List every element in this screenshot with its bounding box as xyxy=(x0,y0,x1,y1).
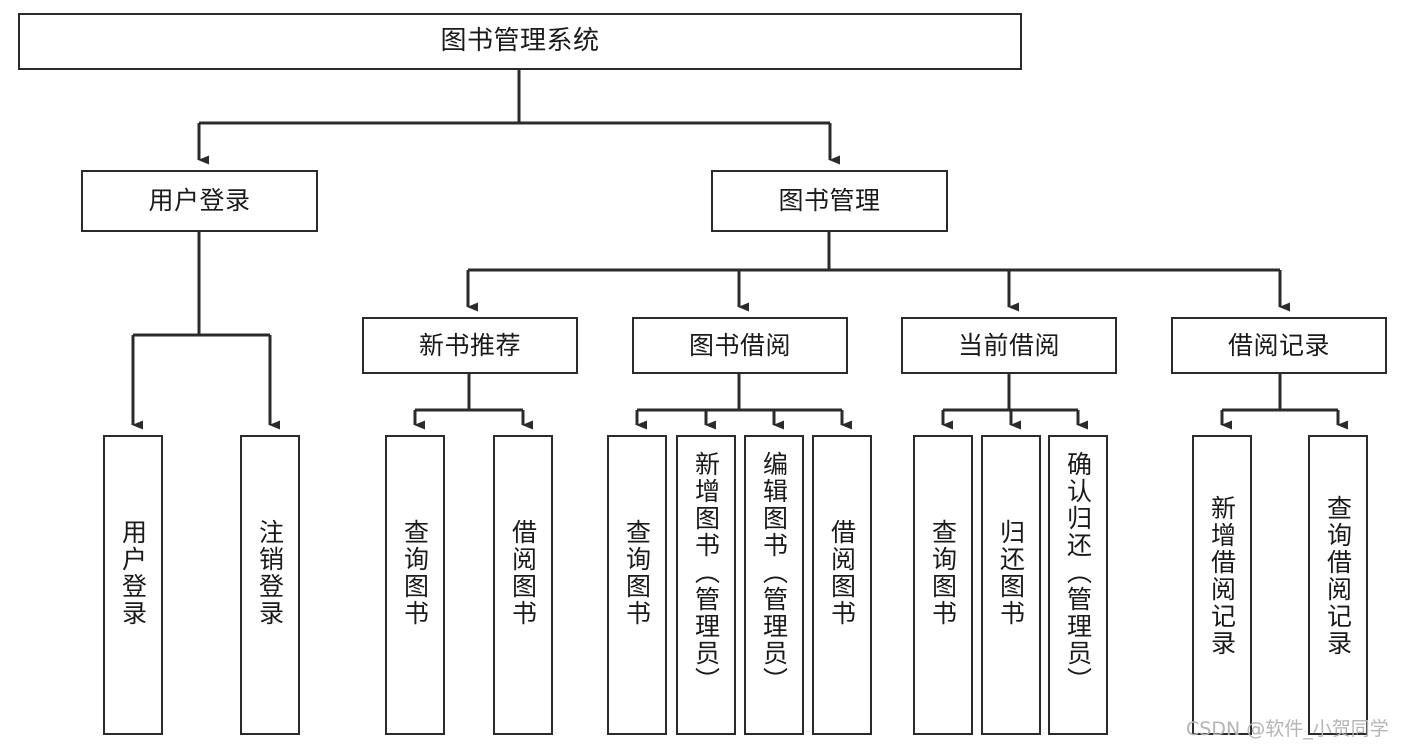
node-leaf-borrow-book[interactable]: 借阅图书 xyxy=(812,435,872,735)
node-leaf-logout[interactable]: 注销登录 xyxy=(240,435,300,735)
node-label: 新书推荐 xyxy=(418,330,521,360)
node-leaf-edit-book-admin[interactable]: 编辑图书（管理员） xyxy=(744,435,804,735)
node-leaf-user-login[interactable]: 用户登录 xyxy=(103,435,163,735)
node-label: 图书管理 xyxy=(778,186,881,215)
node-label: 查询图书 xyxy=(928,519,958,627)
node-leaf-add-borrow-record[interactable]: 新增借阅记录 xyxy=(1192,435,1252,735)
node-leaf-return-book[interactable]: 归还图书 xyxy=(981,435,1041,735)
node-leaf-query-book-recommend[interactable]: 查询图书 xyxy=(385,435,445,735)
node-label: 借阅图书 xyxy=(508,519,538,627)
node-label: 新增借阅记录 xyxy=(1207,495,1237,657)
node-book-management[interactable]: 图书管理 xyxy=(711,170,948,232)
node-leaf-query-borrow-record[interactable]: 查询借阅记录 xyxy=(1308,435,1368,735)
node-leaf-add-book-admin[interactable]: 新增图书（管理员） xyxy=(676,435,736,735)
node-user-login[interactable]: 用户登录 xyxy=(81,170,318,232)
node-label: 编辑图书（管理员） xyxy=(759,451,789,694)
node-root-book-management-system[interactable]: 图书管理系统 xyxy=(18,13,1022,70)
node-label: 归还图书 xyxy=(996,519,1026,627)
node-label: 用户登录 xyxy=(118,519,148,627)
node-label: 查询借阅记录 xyxy=(1323,495,1353,657)
node-label: 当前借阅 xyxy=(957,330,1060,360)
node-borrow-record[interactable]: 借阅记录 xyxy=(1171,317,1387,374)
watermark-text: CSDN @软件_小贺同学 xyxy=(1186,718,1389,740)
node-label: 新增图书（管理员） xyxy=(691,451,721,694)
node-label: 图书管理系统 xyxy=(440,25,600,56)
node-label: 查询图书 xyxy=(400,519,430,627)
node-label: 用户登录 xyxy=(148,186,251,215)
node-label: 图书借阅 xyxy=(688,330,791,360)
node-label: 确认归还（管理员） xyxy=(1063,451,1093,694)
node-label: 借阅图书 xyxy=(827,519,857,627)
node-leaf-confirm-return-admin[interactable]: 确认归还（管理员） xyxy=(1048,435,1108,735)
node-leaf-query-book-borrow[interactable]: 查询图书 xyxy=(607,435,667,735)
node-new-book-recommend[interactable]: 新书推荐 xyxy=(362,317,578,374)
node-current-borrow[interactable]: 当前借阅 xyxy=(901,317,1117,374)
node-book-borrow[interactable]: 图书借阅 xyxy=(632,317,848,374)
node-leaf-query-book-current[interactable]: 查询图书 xyxy=(913,435,973,735)
node-label: 借阅记录 xyxy=(1227,330,1330,360)
node-label: 查询图书 xyxy=(622,519,652,627)
node-label: 注销登录 xyxy=(255,519,285,627)
node-leaf-borrow-book-recommend[interactable]: 借阅图书 xyxy=(493,435,553,735)
